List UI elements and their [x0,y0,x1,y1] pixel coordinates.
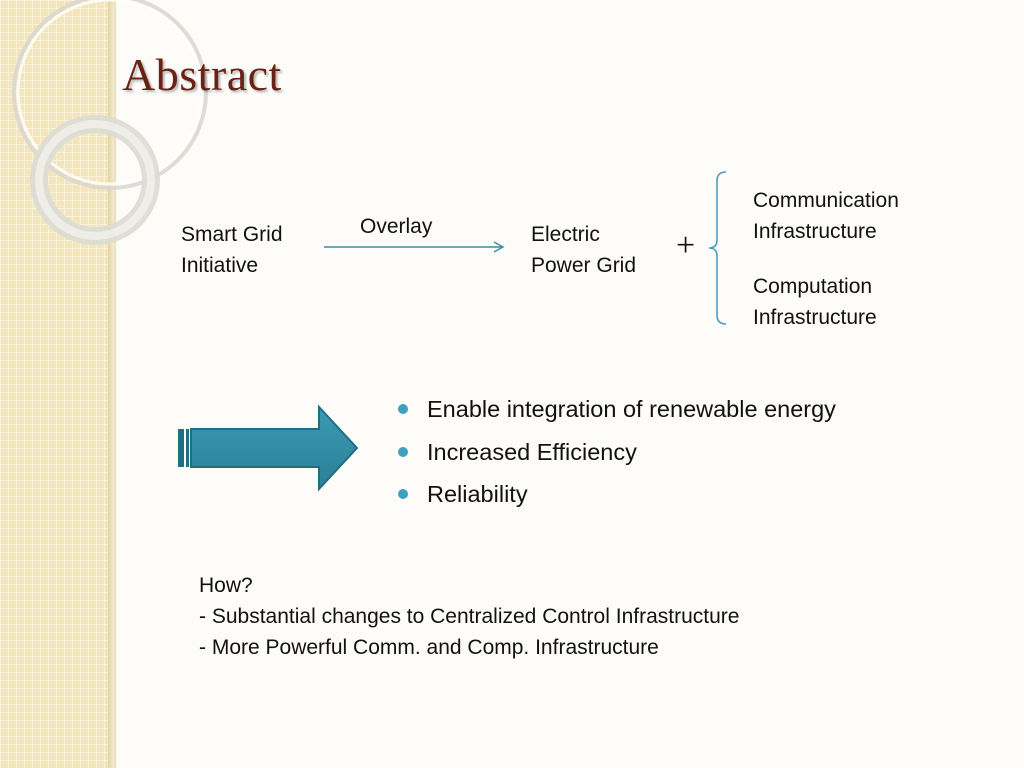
source-node: Smart Grid Initiative [181,223,283,277]
benefit-list: Enable integration of renewable energy I… [398,388,836,516]
slide-title: Abstract [122,49,282,100]
bullet-dot-icon [398,489,408,499]
list-item: Reliability [398,473,836,516]
plus-sign: + [676,227,696,264]
component-node-communication: Communication Infrastructure [753,189,899,243]
list-item: Enable integration of renewable energy [398,388,836,431]
list-item: Increased Efficiency [398,431,836,474]
edge-label: Overlay [360,215,433,238]
curly-brace [708,171,727,325]
target-node: Electric Power Grid [531,223,637,277]
component-node-computation: Computation Infrastructure [753,275,877,329]
benefit-text: Reliability [427,481,528,507]
overlay-arrow [324,241,505,253]
decorative-circle [12,0,208,190]
how-section: How? - Substantial changes to Centralize… [199,570,739,663]
how-line: - Substantial changes to Centralized Con… [199,605,740,628]
how-heading: How? [199,574,253,597]
decorative-ring [30,115,160,245]
bullet-dot-icon [398,404,408,414]
benefit-text: Increased Efficiency [427,438,637,465]
how-line: - More Powerful Comm. and Comp. Infrastr… [199,636,659,659]
benefit-text: Enable integration of renewable energy [427,396,836,422]
bullet-dot-icon [398,446,408,457]
block-arrow [178,404,359,492]
